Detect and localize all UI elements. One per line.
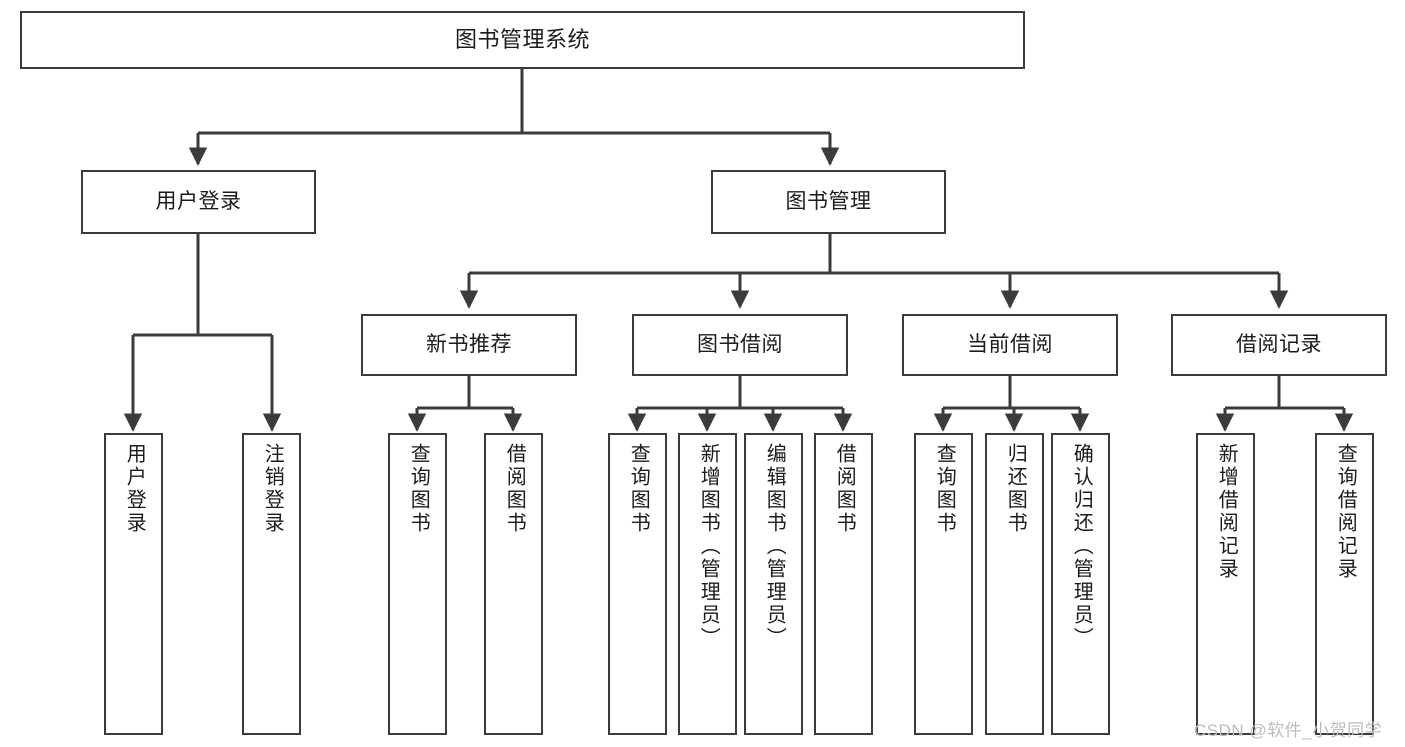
node-book-management[interactable]: 图书管理 (711, 170, 946, 234)
leaf-borrow-record-query-record[interactable]: 查询借阅记录 (1315, 433, 1374, 735)
node-label: 归还图书 (1004, 443, 1027, 535)
node-root-book-management-system[interactable]: 图书管理系统 (20, 11, 1025, 69)
node-label: 用户登录 (155, 190, 242, 214)
node-label: 编辑图书（管理员） (763, 443, 786, 650)
node-current-borrow[interactable]: 当前借阅 (902, 314, 1118, 376)
leaf-current-borrow-query-book[interactable]: 查询图书 (914, 433, 973, 735)
leaf-current-borrow-confirm-return-admin[interactable]: 确认归还（管理员） (1051, 433, 1110, 735)
leaf-borrow-record-add-record[interactable]: 新增借阅记录 (1196, 433, 1255, 735)
node-label: 查询借阅记录 (1334, 443, 1357, 581)
node-borrow-record[interactable]: 借阅记录 (1171, 314, 1387, 376)
node-label: 用户登录 (123, 443, 146, 535)
leaf-user-login-login[interactable]: 用户登录 (104, 433, 163, 735)
leaf-book-borrow-borrow-book[interactable]: 借阅图书 (814, 433, 873, 735)
node-label: 图书管理 (785, 190, 872, 214)
node-label: 注销登录 (261, 443, 284, 535)
node-label: 确认归还（管理员） (1070, 443, 1093, 650)
leaf-book-borrow-add-book-admin[interactable]: 新增图书（管理员） (678, 433, 737, 735)
leaf-book-borrow-edit-book-admin[interactable]: 编辑图书（管理员） (744, 433, 803, 735)
node-label: 新增借阅记录 (1215, 443, 1238, 581)
leaf-user-login-logout[interactable]: 注销登录 (242, 433, 301, 735)
node-label: 查询图书 (933, 443, 956, 535)
node-label: 借阅记录 (1236, 333, 1322, 357)
node-label: 新增图书（管理员） (697, 443, 720, 650)
leaf-current-borrow-return-book[interactable]: 归还图书 (985, 433, 1044, 735)
node-label: 新书推荐 (426, 333, 512, 357)
node-label: 查询图书 (627, 443, 650, 535)
leaf-new-book-query-book[interactable]: 查询图书 (388, 433, 447, 735)
watermark-text: CSDN @软件_小贺同学 (1194, 721, 1383, 740)
node-new-book-recommend[interactable]: 新书推荐 (361, 314, 577, 376)
node-label: 当前借阅 (967, 333, 1053, 357)
node-label: 图书管理系统 (454, 26, 590, 52)
node-label: 查询图书 (407, 443, 430, 535)
node-label: 图书借阅 (697, 333, 783, 357)
node-user-login[interactable]: 用户登录 (81, 170, 316, 234)
node-label: 借阅图书 (503, 443, 526, 535)
leaf-book-borrow-query-book[interactable]: 查询图书 (608, 433, 667, 735)
node-book-borrow[interactable]: 图书借阅 (632, 314, 848, 376)
node-label: 借阅图书 (833, 443, 856, 535)
leaf-new-book-borrow-book[interactable]: 借阅图书 (484, 433, 543, 735)
